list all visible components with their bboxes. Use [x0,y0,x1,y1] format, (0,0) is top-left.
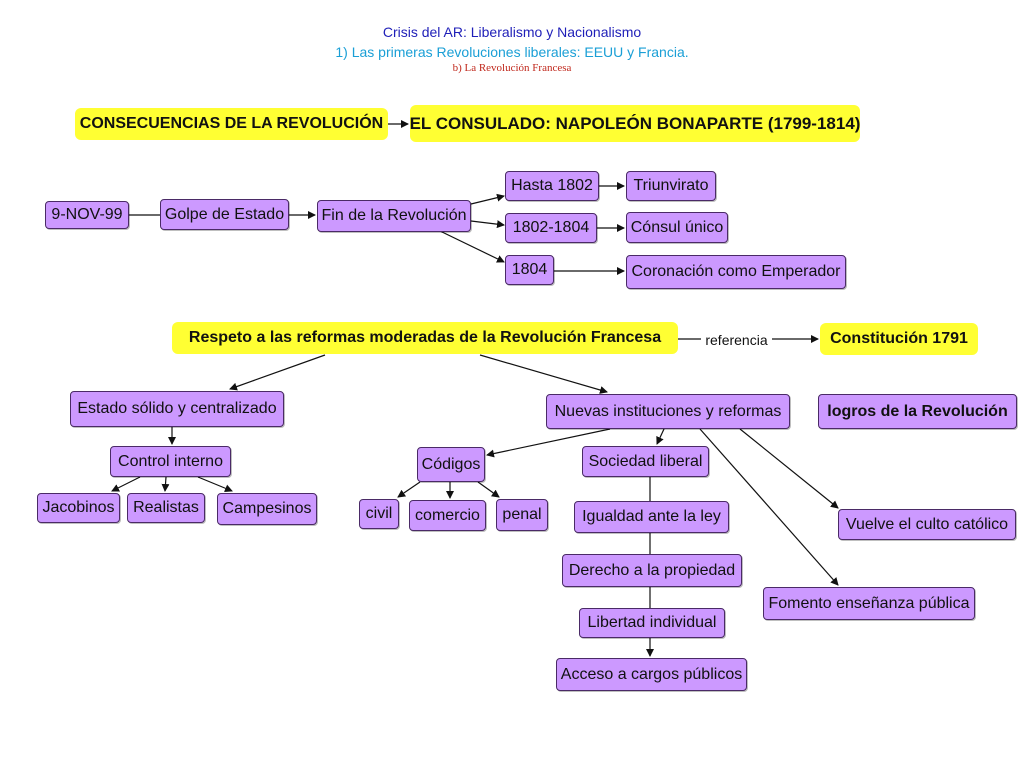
link-respeto-estado [229,354,326,391]
coronacion-node: Coronación como Emperador [626,255,846,289]
link-nuevas-fomento [699,428,839,586]
codigos-node: Códigos [417,447,485,482]
acceso-node: Acceso a cargos públicos [556,658,747,691]
section-title: b) La Revolución Francesa [452,62,572,74]
penal-node: penal [496,499,548,531]
year-1804-node: 1804 [505,255,554,285]
link-control-campesinos [197,476,233,493]
link-control-realistas [161,476,170,492]
referencia-label: referencia [701,331,772,349]
civil-node: civil [359,499,399,529]
link-nuevas-codigos [486,428,611,458]
link-fin-1804 [439,230,505,263]
realistas-node: Realistas [127,493,205,523]
link-fin-hasta1802 [470,193,505,205]
subtitle: 1) Las primeras Revoluciones liberales: … [335,44,689,60]
control-node: Control interno [110,446,231,477]
estado-node: Estado sólido y centralizado [70,391,284,427]
respeto-box: Respeto a las reformas moderadas de la R… [172,322,678,354]
culto-node: Vuelve el culto católico [838,509,1016,540]
comercio-node: comercio [409,500,486,531]
consecuencias-box: CONSECUENCIAS DE LA REVOLUCIÓN [75,108,388,140]
fin-node: Fin de la Revolución [317,200,471,232]
hasta1802-node: Hasta 1802 [505,171,599,201]
sociedad-node: Sociedad liberal [582,446,709,477]
derecho-node: Derecho a la propiedad [562,554,742,587]
periodo-1802-1804-node: 1802-1804 [505,213,597,243]
igualdad-node: Igualdad ante la ley [574,501,729,533]
title: Crisis del AR: Liberalismo y Nacionalism… [382,24,642,40]
link-respeto-nuevas [479,354,608,394]
campesinos-node: Campesinos [217,493,317,525]
constitucion-box: Constitución 1791 [820,323,978,355]
link-nuevas-sociedad [656,428,665,445]
triunvirato-node: Triunvirato [626,171,716,201]
libertad-node: Libertad individual [579,608,725,638]
logros-node: logros de la Revolución [818,394,1017,429]
link-nuevas-culto [739,428,839,509]
jacobinos-node: Jacobinos [37,493,120,523]
link-control-jacobinos [111,476,141,492]
consul-node: Cónsul único [626,212,728,243]
consulado-box: EL CONSULADO: NAPOLEÓN BONAPARTE (1799-1… [410,105,860,142]
link-codigos-civil [397,481,421,498]
nuevas-node: Nuevas instituciones y reformas [546,394,790,429]
fecha-node: 9-NOV-99 [45,201,129,229]
fomento-node: Fomento enseñanza pública [763,587,975,620]
link-fin-1802 [470,220,505,229]
golpe-node: Golpe de Estado [160,199,289,230]
link-codigos-penal [477,481,500,498]
